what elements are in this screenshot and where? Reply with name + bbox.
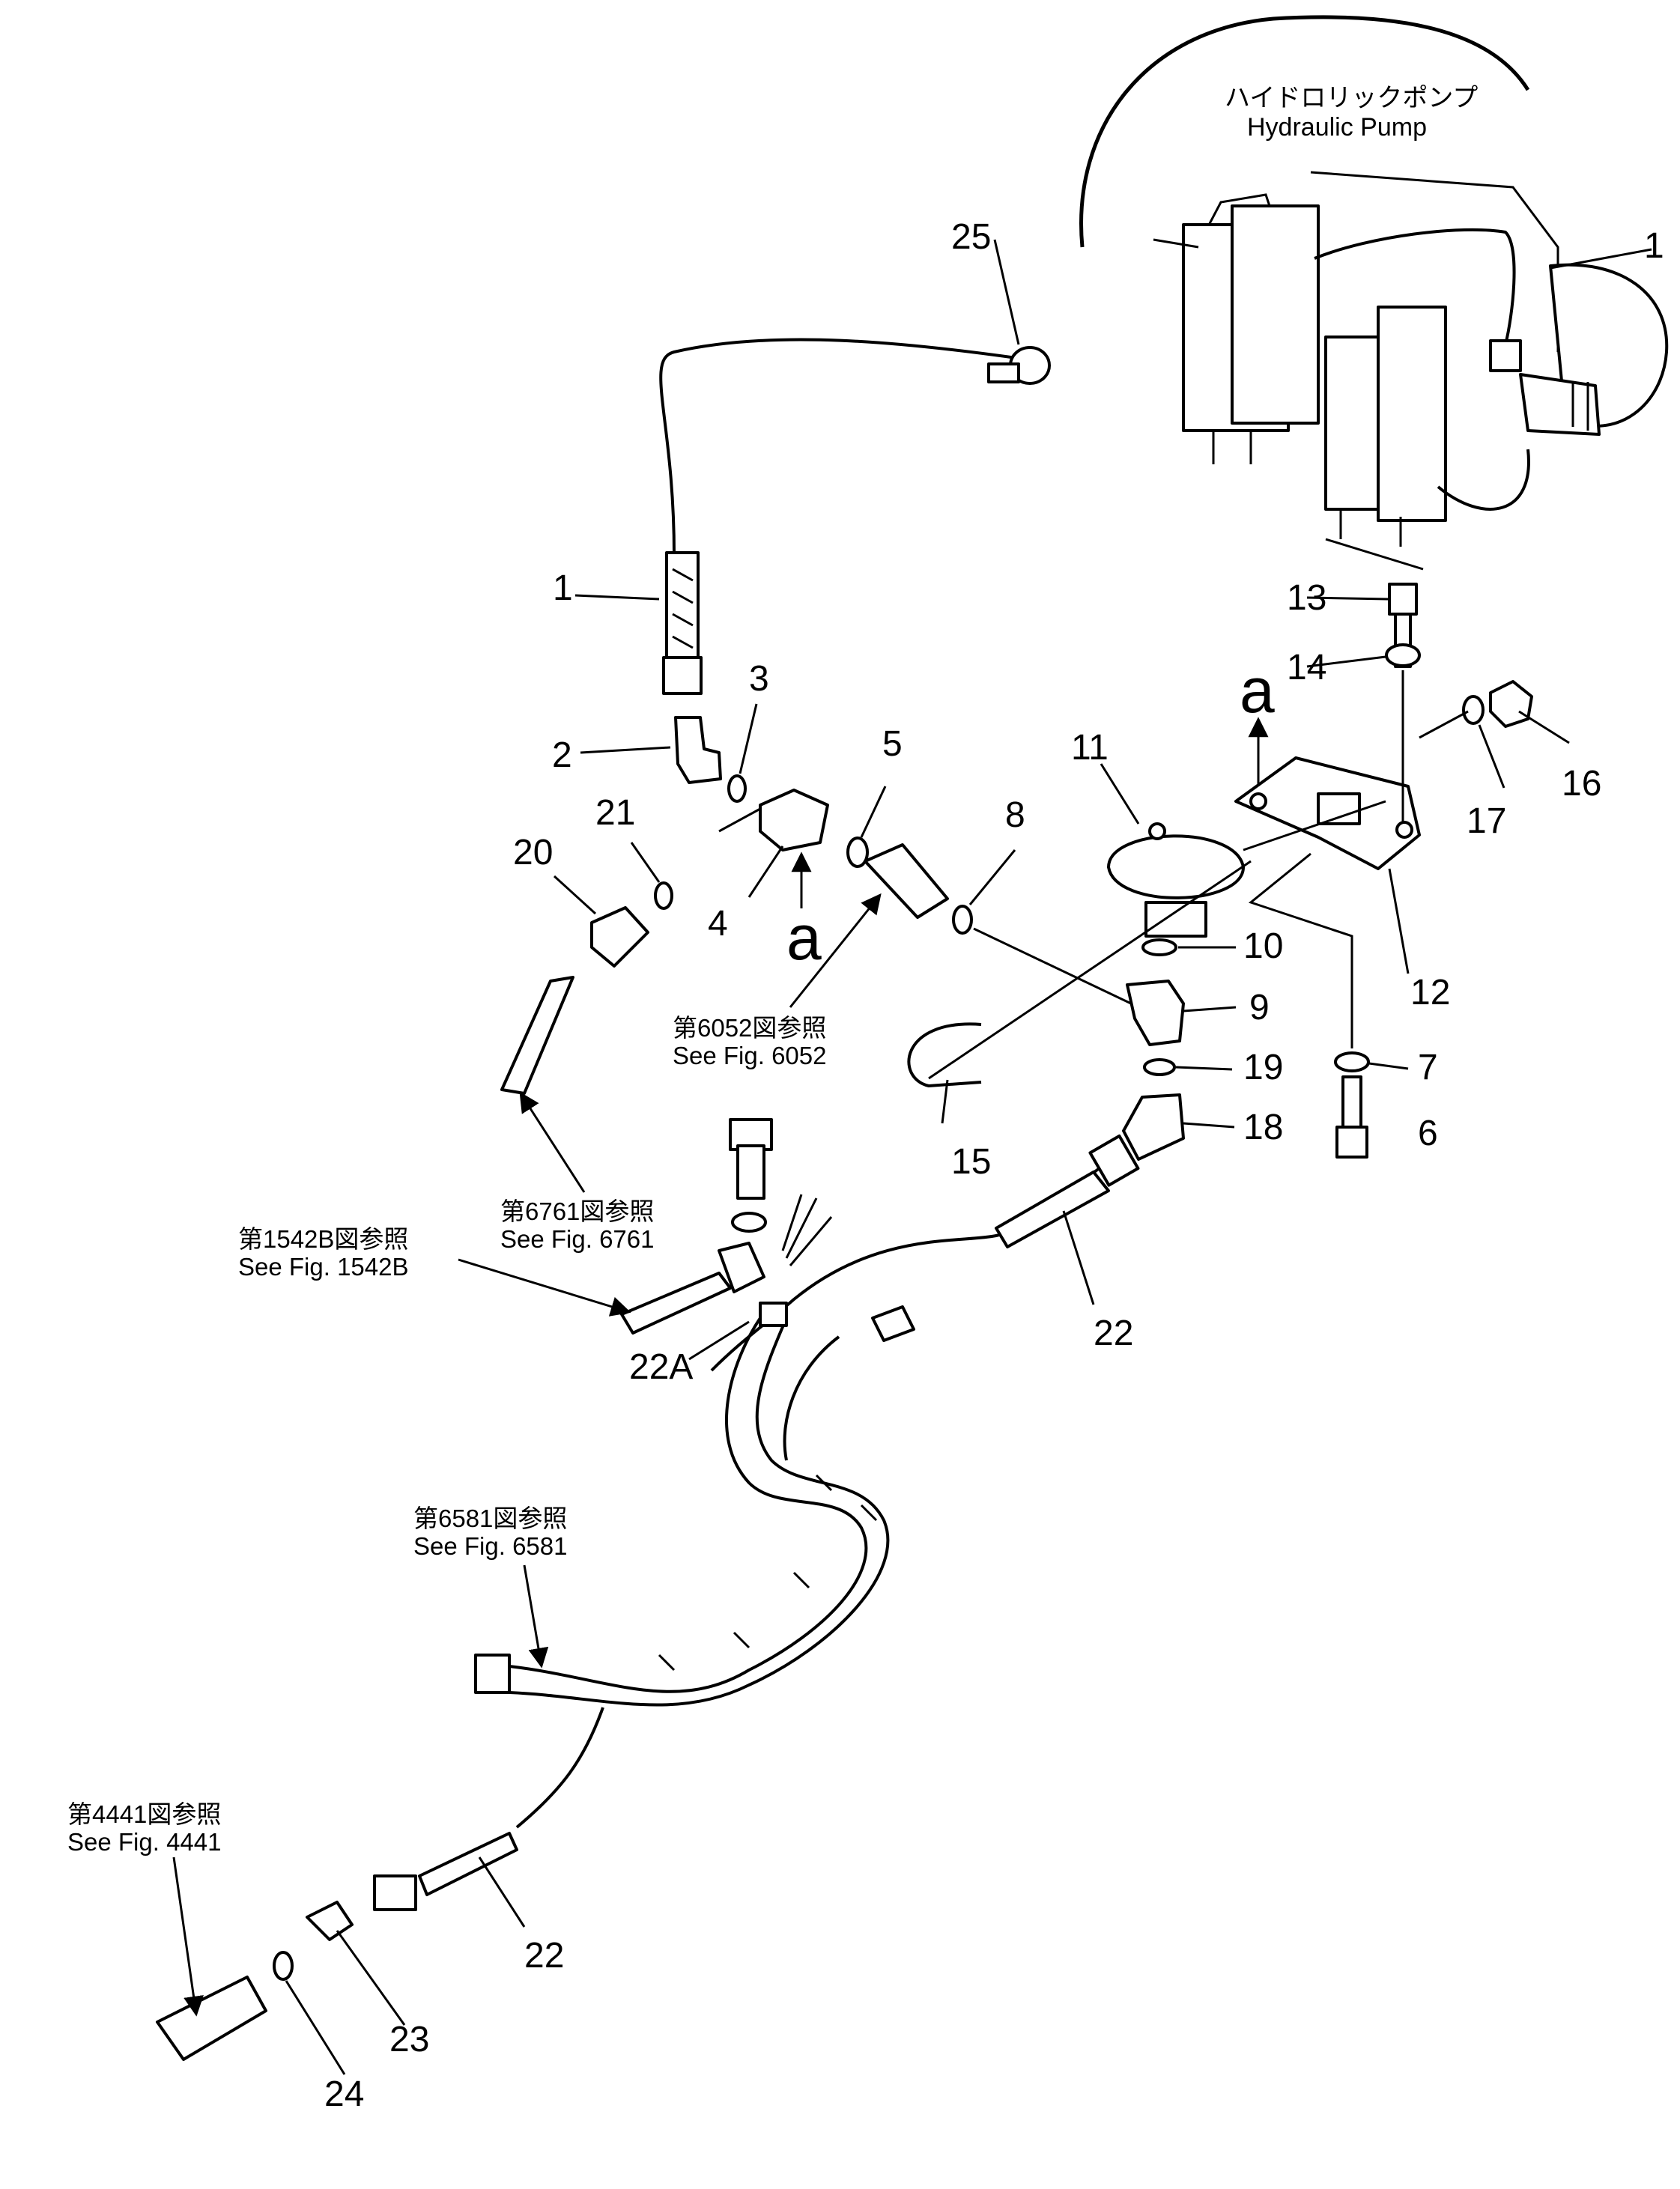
hydraulic-pump-assembly [1079, 15, 1669, 571]
o-ring-21 [654, 881, 673, 910]
washer-14 [1385, 643, 1421, 667]
o-ring-24 [273, 1951, 294, 1981]
part-number-15: 15 [951, 1142, 992, 1182]
hose-22-upper [710, 1134, 1140, 1372]
part-number-2: 2 [552, 735, 572, 775]
part-number-24: 24 [324, 2074, 365, 2114]
part-number-17: 17 [1467, 801, 1507, 841]
fitting-23 [306, 1901, 354, 1941]
harness-ref-1542b [620, 1272, 732, 1335]
connector-ref-4441 [156, 1976, 267, 2061]
clamp-25 [987, 346, 1051, 385]
u-bolt-15 [907, 1022, 982, 1088]
part-number-12: 12 [1410, 973, 1451, 1012]
part-number-19: 19 [1243, 1048, 1284, 1087]
accumulator-11 [1107, 822, 1245, 938]
part-number-23: 23 [389, 2020, 430, 2059]
o-ring-10 [1141, 938, 1177, 956]
part-number-13: 13 [1287, 578, 1327, 618]
o-ring-8 [952, 905, 973, 935]
switch-20 [590, 906, 649, 968]
part-number-4: 4 [708, 904, 728, 944]
pipe-ref-6052 [864, 843, 949, 919]
reference-fig-6581-en: See Fig. 6581 [413, 1531, 568, 1560]
nut-16 [1489, 680, 1533, 728]
view-marker-a-lower: a [786, 902, 822, 973]
elbow-2 [674, 716, 722, 784]
reference-fig-6052: 第6052図参照 See Fig. 6052 [673, 1014, 827, 1070]
reference-fig-1542b: 第1542B図参照 See Fig. 1542B [238, 1225, 409, 1281]
reference-fig-6761-jp: 第6761図参照 [500, 1197, 655, 1225]
part-number-16: 16 [1562, 764, 1602, 804]
reference-fig-1542b-jp: 第1542B図参照 [238, 1225, 409, 1253]
harness-loop [474, 1302, 915, 1707]
reference-fig-4441-en: See Fig. 4441 [67, 1827, 222, 1856]
hose-22-lower [373, 1707, 604, 1911]
part-number-22-upper: 22 [1094, 1314, 1134, 1353]
fitting-9 [1126, 980, 1185, 1046]
washer-17 [1462, 695, 1485, 725]
part-number-6: 6 [1418, 1114, 1438, 1153]
part-number-11: 11 [1071, 728, 1109, 768]
hydraulic-pump-label: ハイドロリックポンプ Hydraulic Pump [1225, 84, 1479, 142]
elbow-18 [1122, 1093, 1185, 1161]
part-number-21: 21 [595, 793, 636, 833]
o-ring-3 [727, 774, 747, 803]
part-number-1: 1 [553, 568, 573, 608]
hose-1 [659, 338, 1038, 695]
part-number-20: 20 [513, 833, 554, 872]
part-number-5: 5 [882, 724, 903, 764]
part-number-9: 9 [1249, 988, 1270, 1027]
part-number-14: 14 [1287, 648, 1327, 687]
bracket-12 [1234, 756, 1421, 870]
reference-fig-6052-en: See Fig. 6052 [673, 1041, 827, 1069]
reference-fig-4441: 第4441図参照 See Fig. 4441 [67, 1800, 222, 1856]
leader-lines [285, 239, 1652, 2075]
reference-fig-6581: 第6581図参照 See Fig. 6581 [413, 1505, 567, 1561]
reference-fig-6761-en: See Fig. 6761 [500, 1224, 655, 1253]
part-number-22a: 22A [629, 1347, 694, 1387]
reference-arrows [172, 717, 1269, 2017]
view-marker-a-upper: a [1240, 655, 1275, 726]
o-ring-19 [1143, 1058, 1176, 1076]
reference-fig-6052-jp: 第6052図参照 [673, 1014, 827, 1042]
o-ring-5 [846, 837, 869, 868]
hydraulic-pump-label-jp: ハイドロリックポンプ [1225, 84, 1479, 112]
reference-fig-6761: 第6761図参照 See Fig. 6761 [500, 1197, 655, 1254]
reference-fig-4441-jp: 第4441図参照 [67, 1800, 222, 1828]
block-4 [759, 789, 829, 851]
part-number-7: 7 [1418, 1048, 1438, 1087]
part-number-10: 10 [1243, 926, 1284, 966]
part-number-1-top: 1 [1644, 226, 1664, 266]
reference-fig-1542b-en: See Fig. 1542B [238, 1252, 409, 1281]
part-number-25: 25 [951, 217, 992, 257]
part-number-22-lower: 22 [524, 1936, 565, 1976]
part-number-3: 3 [749, 659, 769, 699]
hydraulic-pump-label-en: Hydraulic Pump [1247, 113, 1427, 142]
part-number-8: 8 [1005, 795, 1025, 835]
clamp-bolt-22a [718, 1118, 833, 1293]
bolt-6 [1335, 1075, 1368, 1159]
washer-7 [1334, 1051, 1370, 1072]
harness-ref-6761 [500, 976, 574, 1095]
reference-fig-6581-jp: 第6581図参照 [413, 1505, 568, 1532]
part-number-18: 18 [1243, 1108, 1284, 1147]
